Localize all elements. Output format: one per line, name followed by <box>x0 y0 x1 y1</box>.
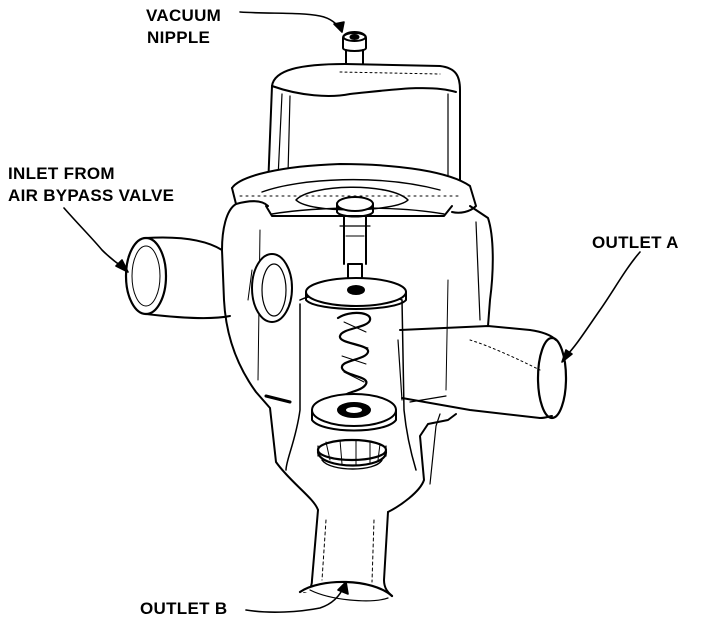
leader-vacuum-nipple <box>239 11 345 33</box>
diaphragm-plate <box>295 186 409 218</box>
outlet-a-pipe <box>399 325 568 420</box>
label-inlet-line2: AIR BYPASS VALVE <box>8 186 175 205</box>
label-outlet-a: OUTLET A <box>592 233 679 252</box>
label-vacuum-nipple-line2: NIPPLE <box>147 28 211 47</box>
label-inlet-line1: INLET FROM <box>8 164 115 183</box>
inlet-pipe <box>124 236 293 323</box>
label-outlet-b: OUTLET B <box>140 599 228 618</box>
upper-valve-disc <box>305 277 407 310</box>
leader-inlet <box>63 207 129 273</box>
leader-outlet-a <box>561 251 641 363</box>
lower-valve-disc <box>311 393 397 432</box>
lower-spring <box>316 438 388 470</box>
leader-outlet-b <box>245 581 349 613</box>
return-spring <box>336 311 372 400</box>
label-vacuum-nipple-line1: VACUUM <box>146 6 222 25</box>
